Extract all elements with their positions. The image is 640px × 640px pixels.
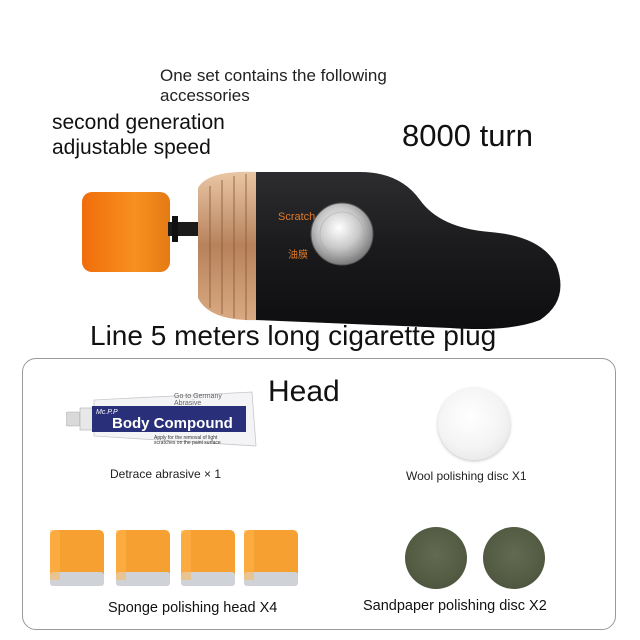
- wool-label: Wool polishing disc X1: [406, 469, 527, 483]
- tube-sub-1: Apply for the removal of light: [154, 435, 218, 441]
- sponge-image: [116, 530, 170, 586]
- abrasive-label: Detrace abrasive × 1: [110, 467, 222, 481]
- sponge-image: [244, 530, 298, 586]
- turns-text: 8000 turn: [402, 118, 533, 153]
- sandpaper-disc-image: [405, 527, 467, 589]
- speed-text: second generation adjustable speed: [52, 111, 225, 159]
- polisher-image: Scratch 油膜: [82, 171, 561, 329]
- tube-sub-2: scratches on the paint surface: [154, 440, 221, 446]
- sponge-image: [50, 530, 104, 586]
- sponge-image: [181, 530, 235, 586]
- film-label: 油膜: [288, 248, 308, 261]
- cable-text: Line 5 meters long cigarette plug: [90, 320, 497, 351]
- tube-brand: Mc.P.P: [96, 409, 118, 416]
- abrasive-tube-image: Go to Germany Abrasive Mc.P.P Body Compo…: [66, 391, 257, 447]
- intro-text: One set contains the following accessori…: [160, 66, 387, 105]
- head-label: Head: [268, 375, 340, 408]
- sandpaper-disc-image: [483, 527, 545, 589]
- sandpaper-label: Sandpaper polishing disc X2: [363, 598, 547, 614]
- wool-disc-image: [438, 388, 510, 460]
- tube-top-text-2: Abrasive: [174, 400, 201, 407]
- sponge-label: Sponge polishing head X4: [108, 600, 278, 616]
- tube-product-name: Body Compound: [112, 415, 233, 432]
- scratch-label: Scratch: [278, 211, 315, 223]
- tube-top-text: Go to Germany: [174, 393, 222, 400]
